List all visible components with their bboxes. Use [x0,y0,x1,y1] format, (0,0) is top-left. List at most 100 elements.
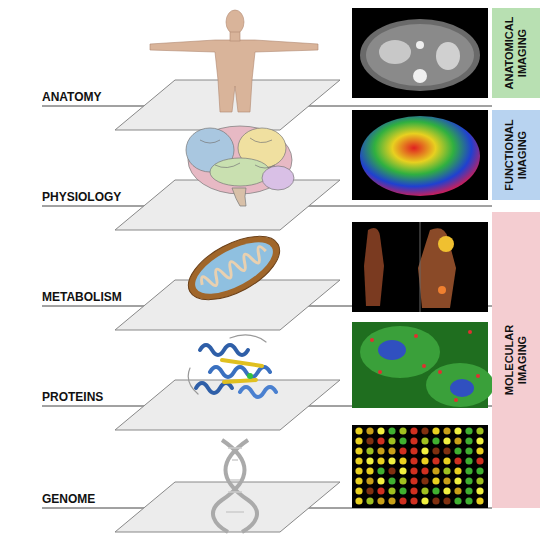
imaging-band: FUNCTIONAL IMAGING [492,110,540,200]
imaging-band: ANATOMICAL IMAGING [492,8,540,98]
band-label: FUNCTIONAL IMAGING [503,113,529,197]
array-spot [443,457,450,464]
array-spot [355,487,362,494]
array-spot [410,427,417,434]
array-spot [421,457,428,464]
array-spot [399,457,406,464]
array-spot [366,437,373,444]
band-label: MOLECULAR IMAGING [503,310,529,410]
layer-label: METABOLISM [42,290,122,304]
imaging-band: MOLECULAR IMAGING [492,212,540,508]
layer-label: PROTEINS [42,390,103,404]
array-spot [432,477,439,484]
array-spot [421,487,428,494]
array-spot [377,437,384,444]
ct-scan [352,8,488,98]
array-spot [366,427,373,434]
array-spot [476,487,483,494]
array-spot [366,457,373,464]
array-spot [465,467,472,474]
array-spot [465,427,472,434]
planes [115,80,340,532]
band-label: ANATOMICAL IMAGING [503,11,529,95]
array-spot [366,467,373,474]
array-spot [421,447,428,454]
array-spot [465,497,472,504]
array-spot [443,497,450,504]
array-spot [399,467,406,474]
array-spot [476,467,483,474]
array-spot [421,497,428,504]
array-spot [366,447,373,454]
array-spot [399,437,406,444]
array-spot [432,457,439,464]
array-spot [399,487,406,494]
level-lines [42,106,492,508]
array-spot [432,487,439,494]
array-spot [410,467,417,474]
array-spot [454,437,461,444]
array-spot [476,437,483,444]
array-spot [454,487,461,494]
array-spot [476,447,483,454]
cell-image [352,322,494,408]
array-spot [432,437,439,444]
array-spot [355,457,362,464]
array-spot [399,497,406,504]
array-spot [410,457,417,464]
array-spot [377,487,384,494]
mitochondrion [179,223,290,312]
array-spot [377,477,384,484]
array-spot [388,457,395,464]
array-spot [443,447,450,454]
array-spot [355,497,362,504]
array-spot [432,427,439,434]
array-spot [454,457,461,464]
dna-helix [213,440,257,532]
array-spot [377,497,384,504]
array-spot [388,447,395,454]
array-spot [476,427,483,434]
array-spot [388,497,395,504]
array-spot [355,467,362,474]
array-spot [443,427,450,434]
array-spot [421,427,428,434]
array-spot [421,437,428,444]
array-spot [388,427,395,434]
array-spot [454,497,461,504]
layer-label: GENOME [42,492,95,506]
array-spot [388,437,395,444]
array-spot [388,487,395,494]
array-spot [443,487,450,494]
array-spot [399,447,406,454]
array-spot [454,427,461,434]
human-figure [150,10,318,112]
brain [186,126,294,206]
layer-label: ANATOMY [42,90,102,104]
layer-label: PHYSIOLOGY [42,190,121,204]
array-spot [443,437,450,444]
array-spot [410,487,417,494]
array-spot [476,457,483,464]
array-spot [432,497,439,504]
array-spot [410,447,417,454]
array-spot [476,477,483,484]
array-spot [388,467,395,474]
array-spot [355,427,362,434]
array-spot [465,477,472,484]
array-spot [366,477,373,484]
array-spot [410,477,417,484]
array-spot [366,497,373,504]
array-spot [465,487,472,494]
array-spot [421,467,428,474]
array-spot [421,477,428,484]
array-spot [366,487,373,494]
array-spot [410,497,417,504]
array-spot [399,427,406,434]
array-spot [443,467,450,474]
array-spot [355,437,362,444]
brain-map [352,110,488,200]
array-spot [432,447,439,454]
